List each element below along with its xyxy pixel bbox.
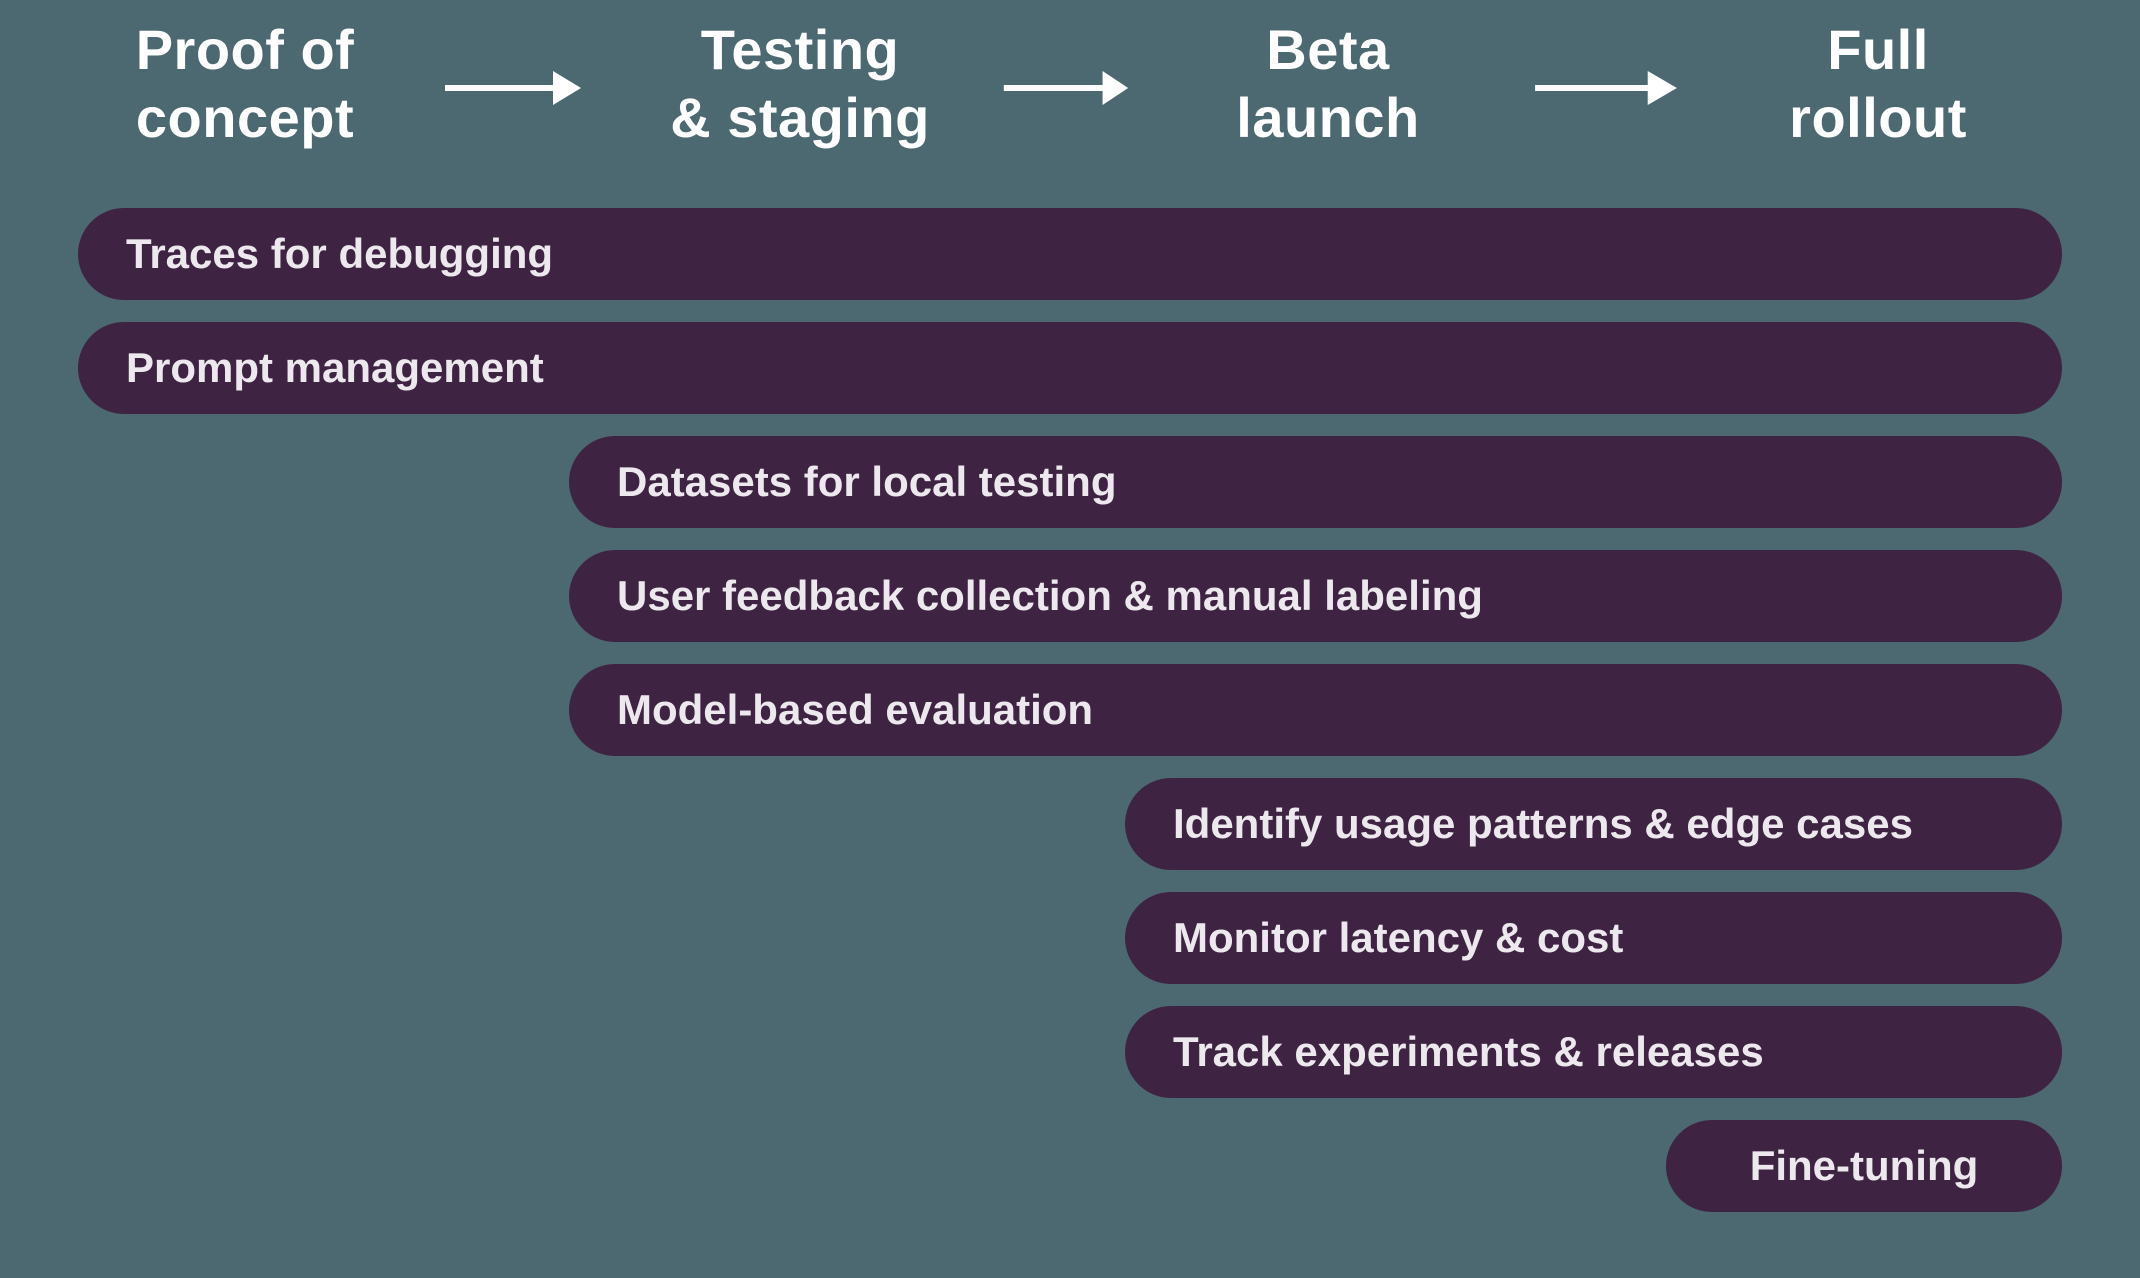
right-arrow-icon: [1535, 71, 1677, 105]
bar-label: Track experiments & releases: [1173, 1028, 1764, 1075]
bar-track-experiments-releases: Track experiments & releases: [1125, 1006, 2062, 1098]
stage-label-line1: Testing: [700, 18, 900, 81]
stage-label-line1: Beta: [1266, 18, 1390, 81]
bar-label: Prompt management: [126, 344, 544, 391]
bar-monitor-latency-cost: Monitor latency & cost: [1125, 892, 2062, 984]
stage-header-proof-of-concept: Proof of concept: [35, 16, 455, 152]
stage-header-beta-launch: Beta launch: [1118, 16, 1538, 152]
stage-header-full-rollout: Full rollout: [1668, 16, 2088, 152]
bar-identify-usage-patterns: Identify usage patterns & edge cases: [1125, 778, 2062, 870]
stage-label-line2: launch: [1236, 86, 1420, 149]
bar-label: Monitor latency & cost: [1173, 914, 1624, 961]
bar-datasets-for-local-testing: Datasets for local testing: [569, 436, 2062, 528]
stage-label-line1: Proof of: [135, 18, 355, 81]
stage-header-testing-staging: Testing & staging: [590, 16, 1010, 152]
bar-model-based-evaluation: Model-based evaluation: [569, 664, 2062, 756]
bar-label: Fine-tuning: [1749, 1142, 1979, 1189]
bar-user-feedback-collection: User feedback collection & manual labeli…: [569, 550, 2062, 642]
bar-label: Datasets for local testing: [617, 458, 1117, 505]
stage-label-line2: concept: [135, 86, 355, 149]
stage-label-line2: & staging: [670, 86, 930, 149]
bar-label: Traces for debugging: [126, 230, 554, 277]
bar-prompt-management: Prompt management: [78, 322, 2062, 414]
bar-traces-for-debugging: Traces for debugging: [78, 208, 2062, 300]
stage-label-line2: rollout: [1789, 86, 1967, 149]
stage-label-line1: Full: [1827, 18, 1929, 81]
right-arrow-icon: [445, 71, 581, 105]
bar-label: Identify usage patterns & edge cases: [1173, 800, 1913, 847]
bar-label: User feedback collection & manual labeli…: [617, 572, 1483, 619]
bar-label: Model-based evaluation: [617, 686, 1094, 733]
right-arrow-icon: [1003, 71, 1129, 105]
bar-fine-tuning: Fine-tuning: [1666, 1120, 2062, 1212]
